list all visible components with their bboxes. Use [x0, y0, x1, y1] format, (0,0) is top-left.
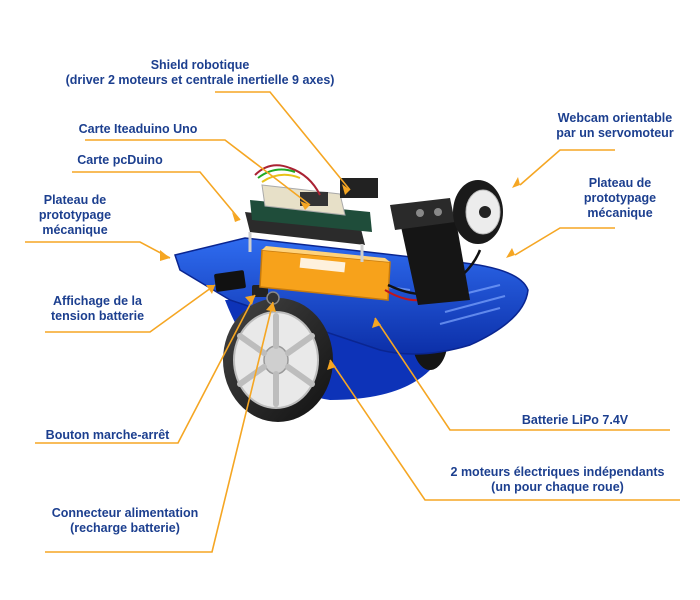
label-webcam-line2: par un servomoteur — [556, 126, 674, 140]
label-iteaduino-line1: Carte Iteaduino Uno — [78, 122, 198, 136]
lipo-battery — [259, 246, 391, 301]
label-pcduino-line1: Carte pcDuino — [77, 153, 163, 167]
leader-shield — [215, 91, 351, 191]
label-plateau-right-line2: prototypage — [583, 191, 657, 205]
label-iteaduino: Carte Iteaduino Uno — [48, 122, 228, 137]
label-connector-line2: (recharge batterie) — [70, 521, 180, 535]
label-voltage-line2: tension batterie — [50, 309, 145, 323]
webcam-assembly — [390, 180, 503, 305]
label-voltage-line1: Affichage de la — [53, 294, 142, 308]
label-plateau-right-line1: Plateau de — [588, 176, 652, 190]
leader-webcam — [519, 149, 615, 186]
label-battery-line1: Batterie LiPo 7.4V — [521, 413, 629, 427]
voltage-display — [214, 270, 246, 292]
label-shield-line2: (driver 2 moteurs et centrale inertielle… — [65, 73, 335, 87]
label-plateau-right: Plateau de prototypage mécanique — [565, 176, 675, 221]
label-battery: Batterie LiPo 7.4V — [505, 413, 645, 428]
label-plateau-left-line3: mécanique — [42, 223, 108, 237]
leader-voltage — [45, 284, 216, 333]
label-switch: Bouton marche-arrêt — [35, 428, 180, 443]
leader-plateau-left — [25, 241, 171, 259]
leader-battery — [374, 317, 670, 431]
label-motors-line1: 2 moteurs électriques indépendants — [450, 465, 665, 479]
leader-connector — [45, 301, 274, 553]
label-pcduino: Carte pcDuino — [60, 153, 180, 168]
label-plateau-right-line3: mécanique — [587, 206, 653, 220]
label-voltage: Affichage de la tension batterie — [40, 294, 155, 324]
leader-lines — [25, 91, 680, 553]
leader-motors — [329, 359, 680, 501]
label-connector: Connecteur alimentation (recharge batter… — [40, 506, 210, 536]
leader-arrowheads — [160, 177, 520, 370]
leader-iteaduino — [85, 139, 311, 206]
label-webcam: Webcam orientable par un servomoteur — [540, 111, 690, 141]
leader-pcduino — [72, 171, 241, 221]
label-motors: 2 moteurs électriques indépendants (un p… — [430, 465, 685, 495]
label-switch-line1: Bouton marche-arrêt — [45, 428, 170, 442]
label-connector-line1: Connecteur alimentation — [51, 506, 199, 520]
front-wheel — [223, 298, 333, 422]
label-motors-line2: (un pour chaque roue) — [491, 480, 624, 494]
label-webcam-line1: Webcam orientable — [557, 111, 673, 125]
leader-plateau-right — [514, 227, 615, 256]
label-plateau-left: Plateau de prototypage mécanique — [20, 193, 130, 238]
label-shield: Shield robotique (driver 2 moteurs et ce… — [55, 58, 345, 88]
label-shield-line1: Shield robotique — [150, 58, 250, 72]
label-plateau-left-line2: prototypage — [38, 208, 112, 222]
leader-switch — [35, 294, 256, 444]
label-plateau-left-line1: Plateau de — [43, 193, 107, 207]
